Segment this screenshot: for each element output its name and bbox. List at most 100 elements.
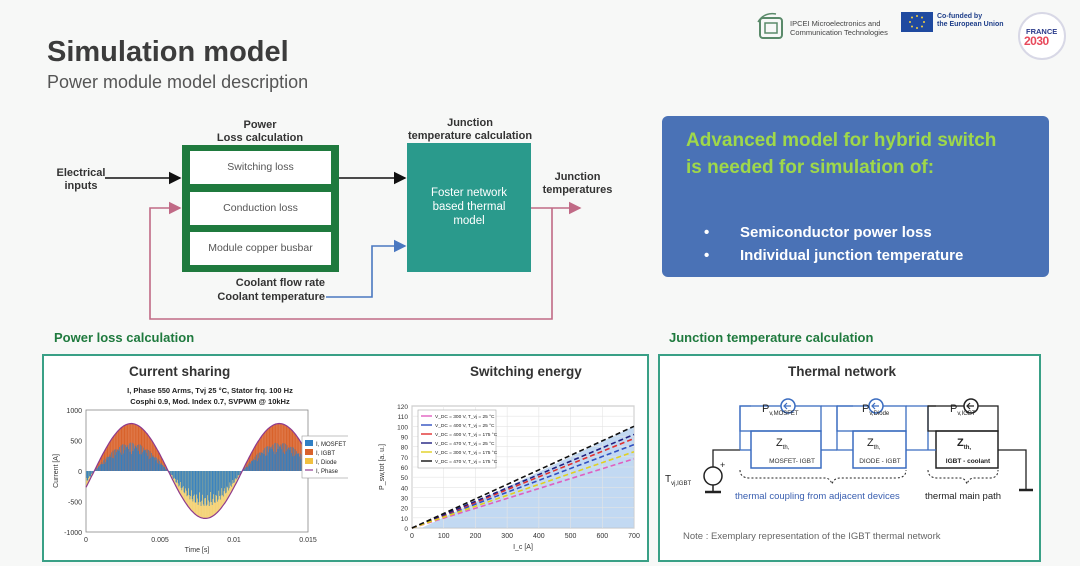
thermal-network-title: Thermal network [788,364,897,379]
x-tick-label: 0.01 [227,537,241,544]
phase-current-line [85,422,309,519]
y-tick-label: 100 [397,424,408,431]
current-chart-title-1: I, Phase 550 Arms, Tvj 25 °C, Stator frq… [127,386,293,395]
z-mosfet-igbt-label: MOSFET- IGBT [769,458,815,465]
legend-label: V_DC = 400 V, T_vj = 175 °C [435,432,498,438]
y-tick-label: 1000 [66,408,82,415]
foster-network-block: Foster network based thermal model [407,143,531,272]
y-tick-label: 60 [401,465,409,472]
z-diode-igbt-symbol: Zth, [867,437,881,452]
z-igbt-coolant-label: IGBT - coolant [945,458,991,465]
energy-series-line [411,450,635,529]
z-mosfet-igbt-symbol: Zth, [776,437,790,452]
x-axis-label: Time [s] [185,547,210,554]
callout-box [662,116,1049,277]
y-tick-label: 40 [401,485,409,492]
legend-label: I, Diode [316,460,337,466]
legend-label: V_DC = 300 V, T_vj = 25 °C [435,414,495,420]
eu-flag-icon [901,12,933,32]
legend-swatch [305,440,313,446]
callout-bullet-1: • [704,224,710,241]
main-path-label: thermal main path [925,491,1002,502]
callout-bullet-2-text: Individual junction temperature [740,247,964,264]
electrical-inputs-label: Electrical inputs [56,167,106,192]
x-tick-label: 300 [501,533,513,540]
current-chart-title-2: Cosphi 0.9, Mod. Index 0.7, SVPWM @ 10kH… [130,397,290,406]
z-diode-igbt-label: DIODE - IGBT [859,458,901,465]
legend-label: V_DC = 300 V, T_vj = 175 °C [435,450,498,456]
power-loss-heading: Power Loss calculation [216,119,304,144]
switching-energy-title: Switching energy [470,364,582,379]
legend-label: V_DC = 470 V, T_vj = 25 °C [435,441,495,447]
legend-label: V_DC = 470 V, T_vj = 175 °C [435,459,498,465]
energy-series-line [411,425,635,529]
z-igbt-coolant-symbol: Zth, [957,437,972,452]
legend-swatch [305,458,313,464]
power-loss-section-title: Power loss calculation [54,330,195,345]
legend-label: I, MOSFET [316,442,346,448]
y-tick-label: 120 [397,404,408,411]
x-tick-label: 0.015 [299,537,317,544]
x-axis-label: I_c [A] [513,544,533,551]
legend-label: I, IGBT [316,451,335,457]
legend-label: V_DC = 400 V, T_vj = 25 °C [435,423,495,429]
junction-heading: Junction temperature calculation [407,117,533,142]
legend-label: I, Phase [316,469,339,475]
y-tick-label: 90 [401,435,409,442]
callout-bullet-1-text: Semiconductor power loss [740,224,932,241]
y-tick-label: -500 [68,500,82,507]
y-axis-label: Current [A] [53,454,60,488]
flow-arrows [105,171,582,320]
y-tick-label: 0 [78,469,82,476]
energy-series-line [411,458,635,529]
france-2030-logo [1018,12,1066,60]
x-tick-label: 400 [533,533,545,540]
legend-box [417,409,497,469]
ipcei-logo-text: IPCEI Microelectronics and Communication… [790,19,888,37]
tvj-igbt-label: Tvj,IGBT [665,474,692,487]
power-loss-block: Switching loss Conduction loss Module co… [182,145,339,272]
page-title: Simulation model [47,36,289,68]
svg-text:+: + [720,460,725,470]
eu-logo-text: Co-funded by the European Union [937,13,1004,28]
y-tick-label: 10 [401,516,409,523]
callout-bullet-2: • [704,247,710,264]
y-tick-label: 80 [401,445,409,452]
busbar-cell: Module copper busbar [190,232,331,265]
ipcei-logo-icon [757,12,783,39]
junction-section-title: Junction temperature calculation [669,330,874,345]
p-diode-label: Pv,Diode [862,403,890,418]
y-tick-label: 30 [401,496,409,503]
x-tick-label: 500 [565,533,577,540]
legend-swatch [305,449,313,455]
y-tick-label: 20 [401,506,409,513]
france-logo-text: FRANCE [1026,27,1058,36]
x-tick-label: 600 [596,533,608,540]
coolant-flow-label: Coolant flow rate [235,277,325,289]
switching-loss-cell: Switching loss [190,151,331,184]
y-tick-label: -1000 [64,530,82,537]
thermal-note: Note : Exemplary representation of the I… [683,531,941,542]
x-tick-label: 0 [84,537,88,544]
coupling-label: thermal coupling from adjacent devices [735,491,900,502]
x-tick-label: 100 [438,533,450,540]
p-igbt-label: Pv,IGBT [950,403,976,418]
energy-series-line [411,433,635,529]
thermal-network-diagram: + [703,398,1033,494]
x-tick-label: 200 [470,533,482,540]
conduction-loss-cell: Conduction loss [190,192,331,225]
callout-title: Advanced model for hybrid switch is need… [686,130,997,178]
x-tick-label: 0.005 [151,537,169,544]
france-logo-year: 2030 [1024,34,1049,48]
y-tick-label: 50 [401,475,409,482]
x-tick-label: 700 [628,533,640,540]
page-subtitle: Power module model description [47,72,309,92]
y-axis-label: P_sw,tot [a. u.] [379,444,386,490]
y-tick-label: 500 [70,439,82,446]
junction-temperatures-label: Junction temperatures [542,171,613,196]
coolant-temp-label: Coolant temperature [217,291,325,303]
y-tick-label: 70 [401,455,409,462]
y-tick-label: 110 [398,414,409,421]
